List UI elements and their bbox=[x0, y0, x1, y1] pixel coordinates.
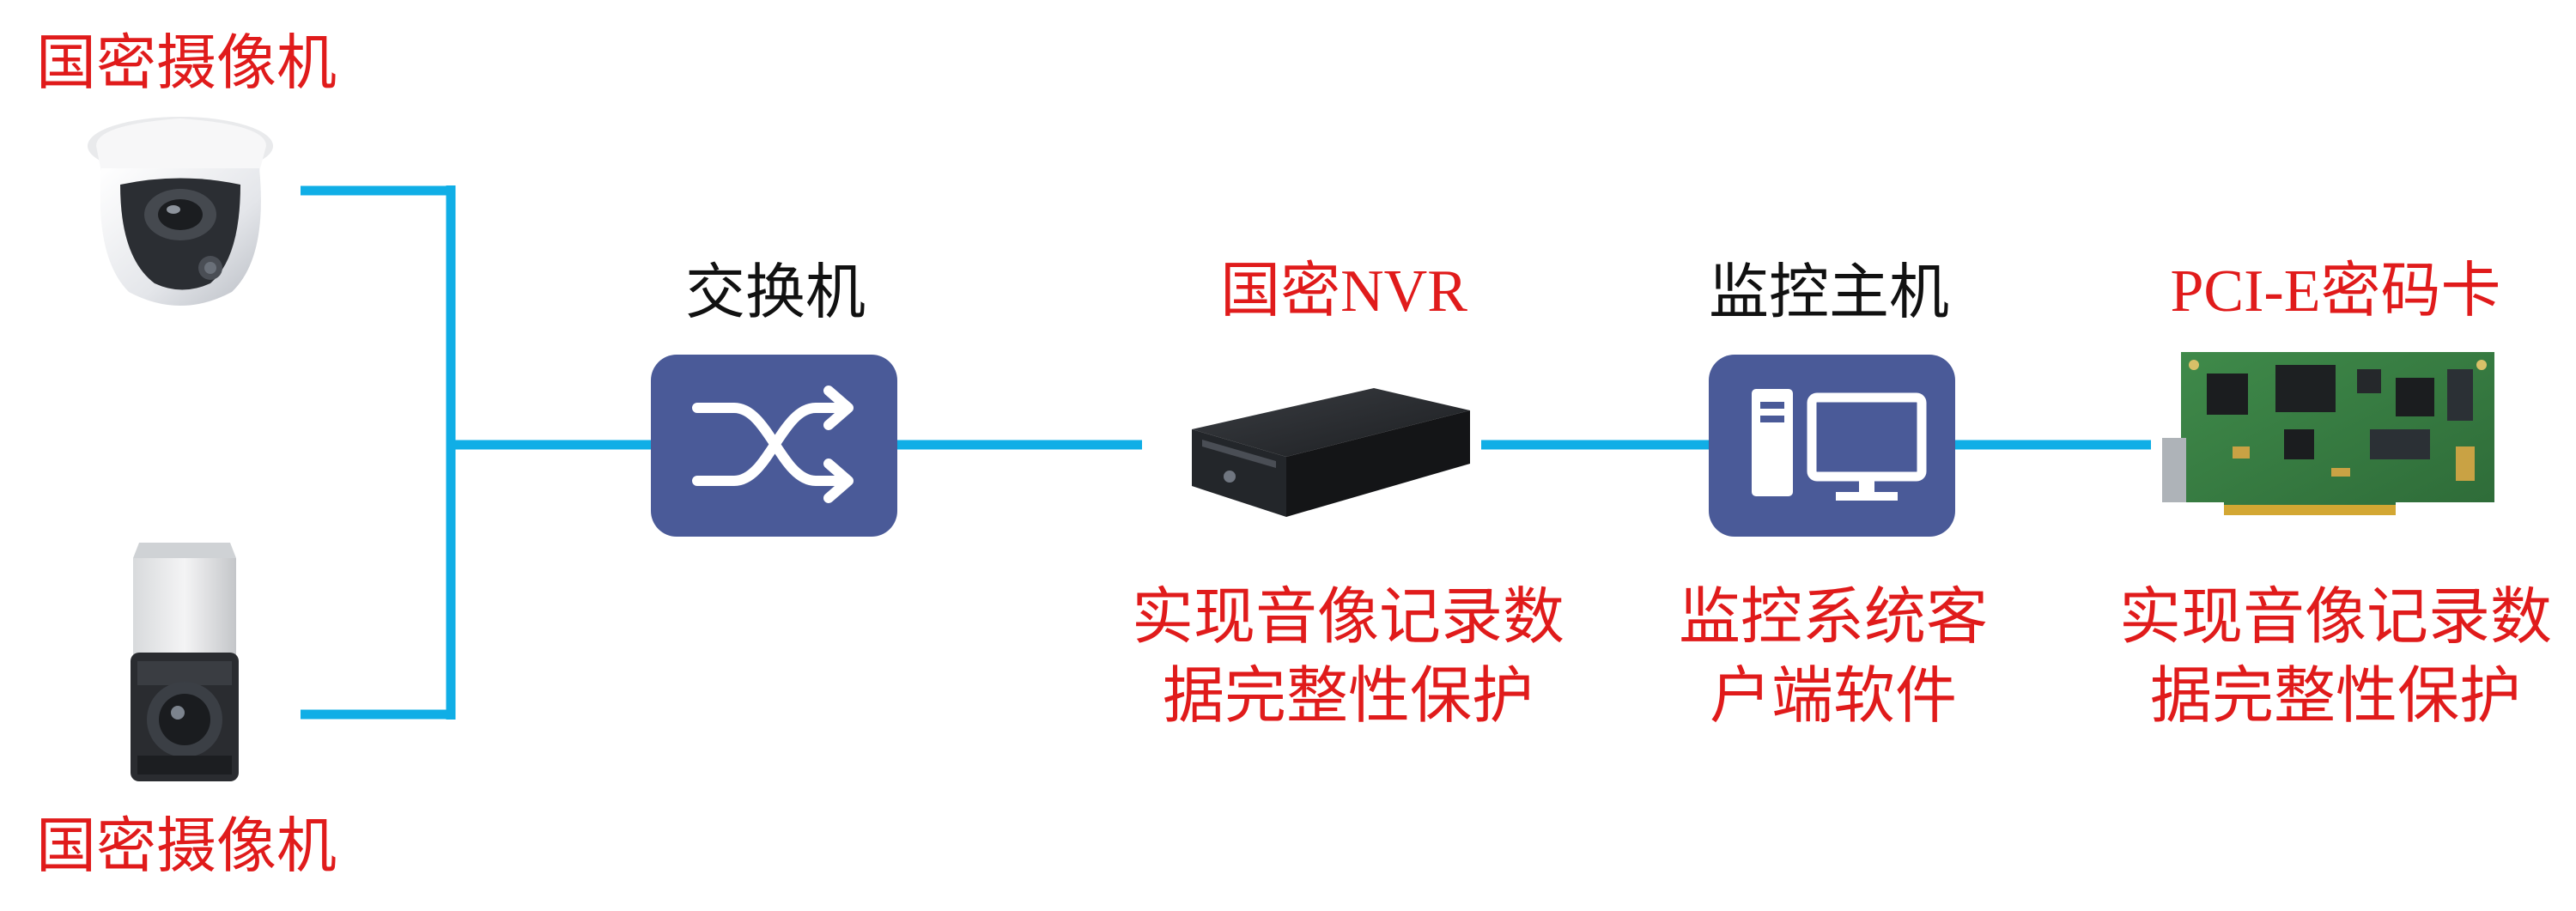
switch-node bbox=[651, 355, 897, 537]
switch-label: 交换机 bbox=[685, 257, 866, 327]
card-desc-line1: 实现音像记录数 bbox=[2118, 580, 2552, 653]
host-desc-line2: 户端软件 bbox=[1709, 659, 1957, 732]
host-label: 监控主机 bbox=[1709, 257, 1949, 327]
pcie-card-icon bbox=[2162, 352, 2494, 515]
desktop-computer-icon bbox=[1752, 389, 1927, 501]
card-desc-line2: 据完整性保护 bbox=[2149, 659, 2521, 732]
dome-camera-icon bbox=[88, 117, 273, 306]
connection-lines bbox=[301, 185, 2151, 720]
nvr-desc-line1: 实现音像记录数 bbox=[1131, 580, 1564, 653]
card-description: 实现音像记录数 据完整性保护 bbox=[2095, 577, 2576, 735]
nvr-description: 实现音像记录数 据完整性保护 bbox=[1108, 577, 1589, 735]
nvr-device-icon bbox=[1192, 388, 1470, 517]
host-description: 监控系统客 户端软件 bbox=[1644, 577, 2022, 735]
nvr-label: 国密NVR bbox=[1220, 258, 1467, 325]
host-desc-line1: 监控系统客 bbox=[1678, 580, 1988, 653]
bullet-camera-icon bbox=[131, 543, 239, 781]
nvr-desc-line2: 据完整性保护 bbox=[1162, 659, 1534, 732]
host-node bbox=[1709, 355, 1955, 537]
camera-bottom-label: 国密摄像机 bbox=[36, 811, 337, 881]
camera-top-label: 国密摄像机 bbox=[36, 27, 337, 98]
shuffle-icon bbox=[692, 386, 854, 503]
card-label: PCI-E密码卡 bbox=[2170, 258, 2501, 325]
